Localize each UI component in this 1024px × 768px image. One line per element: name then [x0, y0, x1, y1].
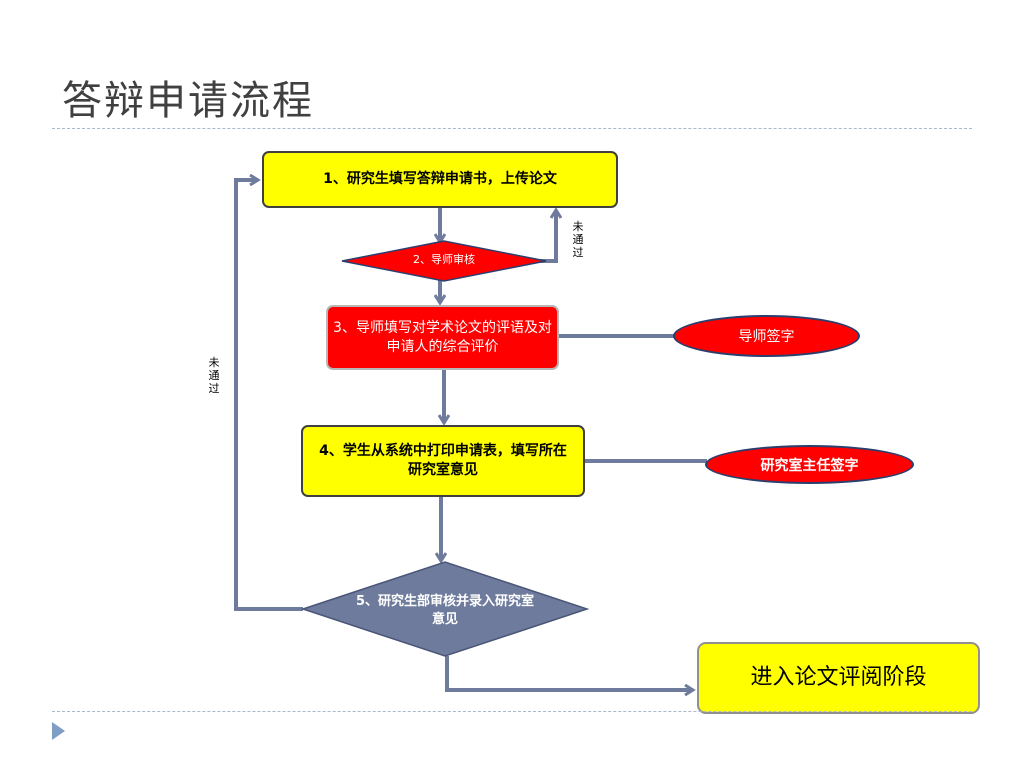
play-triangle-icon — [52, 722, 65, 740]
page-title: 答辩申请流程 — [62, 78, 314, 124]
decision-step2-shape — [341, 240, 547, 282]
loop-step5-reject — [234, 180, 303, 611]
step4-node: 4、学生从系统中打印申请表，填写所在研究室意见 — [301, 425, 585, 497]
advisor-reject-label: 未通过 — [572, 220, 584, 259]
decision-step5-shape — [300, 561, 590, 657]
arrow-step5-to-final — [445, 656, 693, 690]
step1-node: 1、研究生填写答辩申请书，上传论文 — [262, 151, 618, 208]
final-node: 进入论文评阅阶段 — [697, 642, 980, 714]
title-divider — [52, 128, 972, 129]
lab-head-signature-node: 研究室主任签字 — [705, 445, 914, 484]
advisor-signature-node: 导师签字 — [673, 315, 860, 357]
office-reject-label: 未通过 — [208, 356, 220, 395]
step5-label: 5、研究生部审核并录入研究室意见 — [355, 593, 535, 627]
step3-node: 3、导师填写对学术论文的评语及对申请人的综合评价 — [326, 305, 559, 370]
step2-label: 2、导师审核 — [413, 253, 475, 266]
footer-divider — [52, 711, 972, 712]
